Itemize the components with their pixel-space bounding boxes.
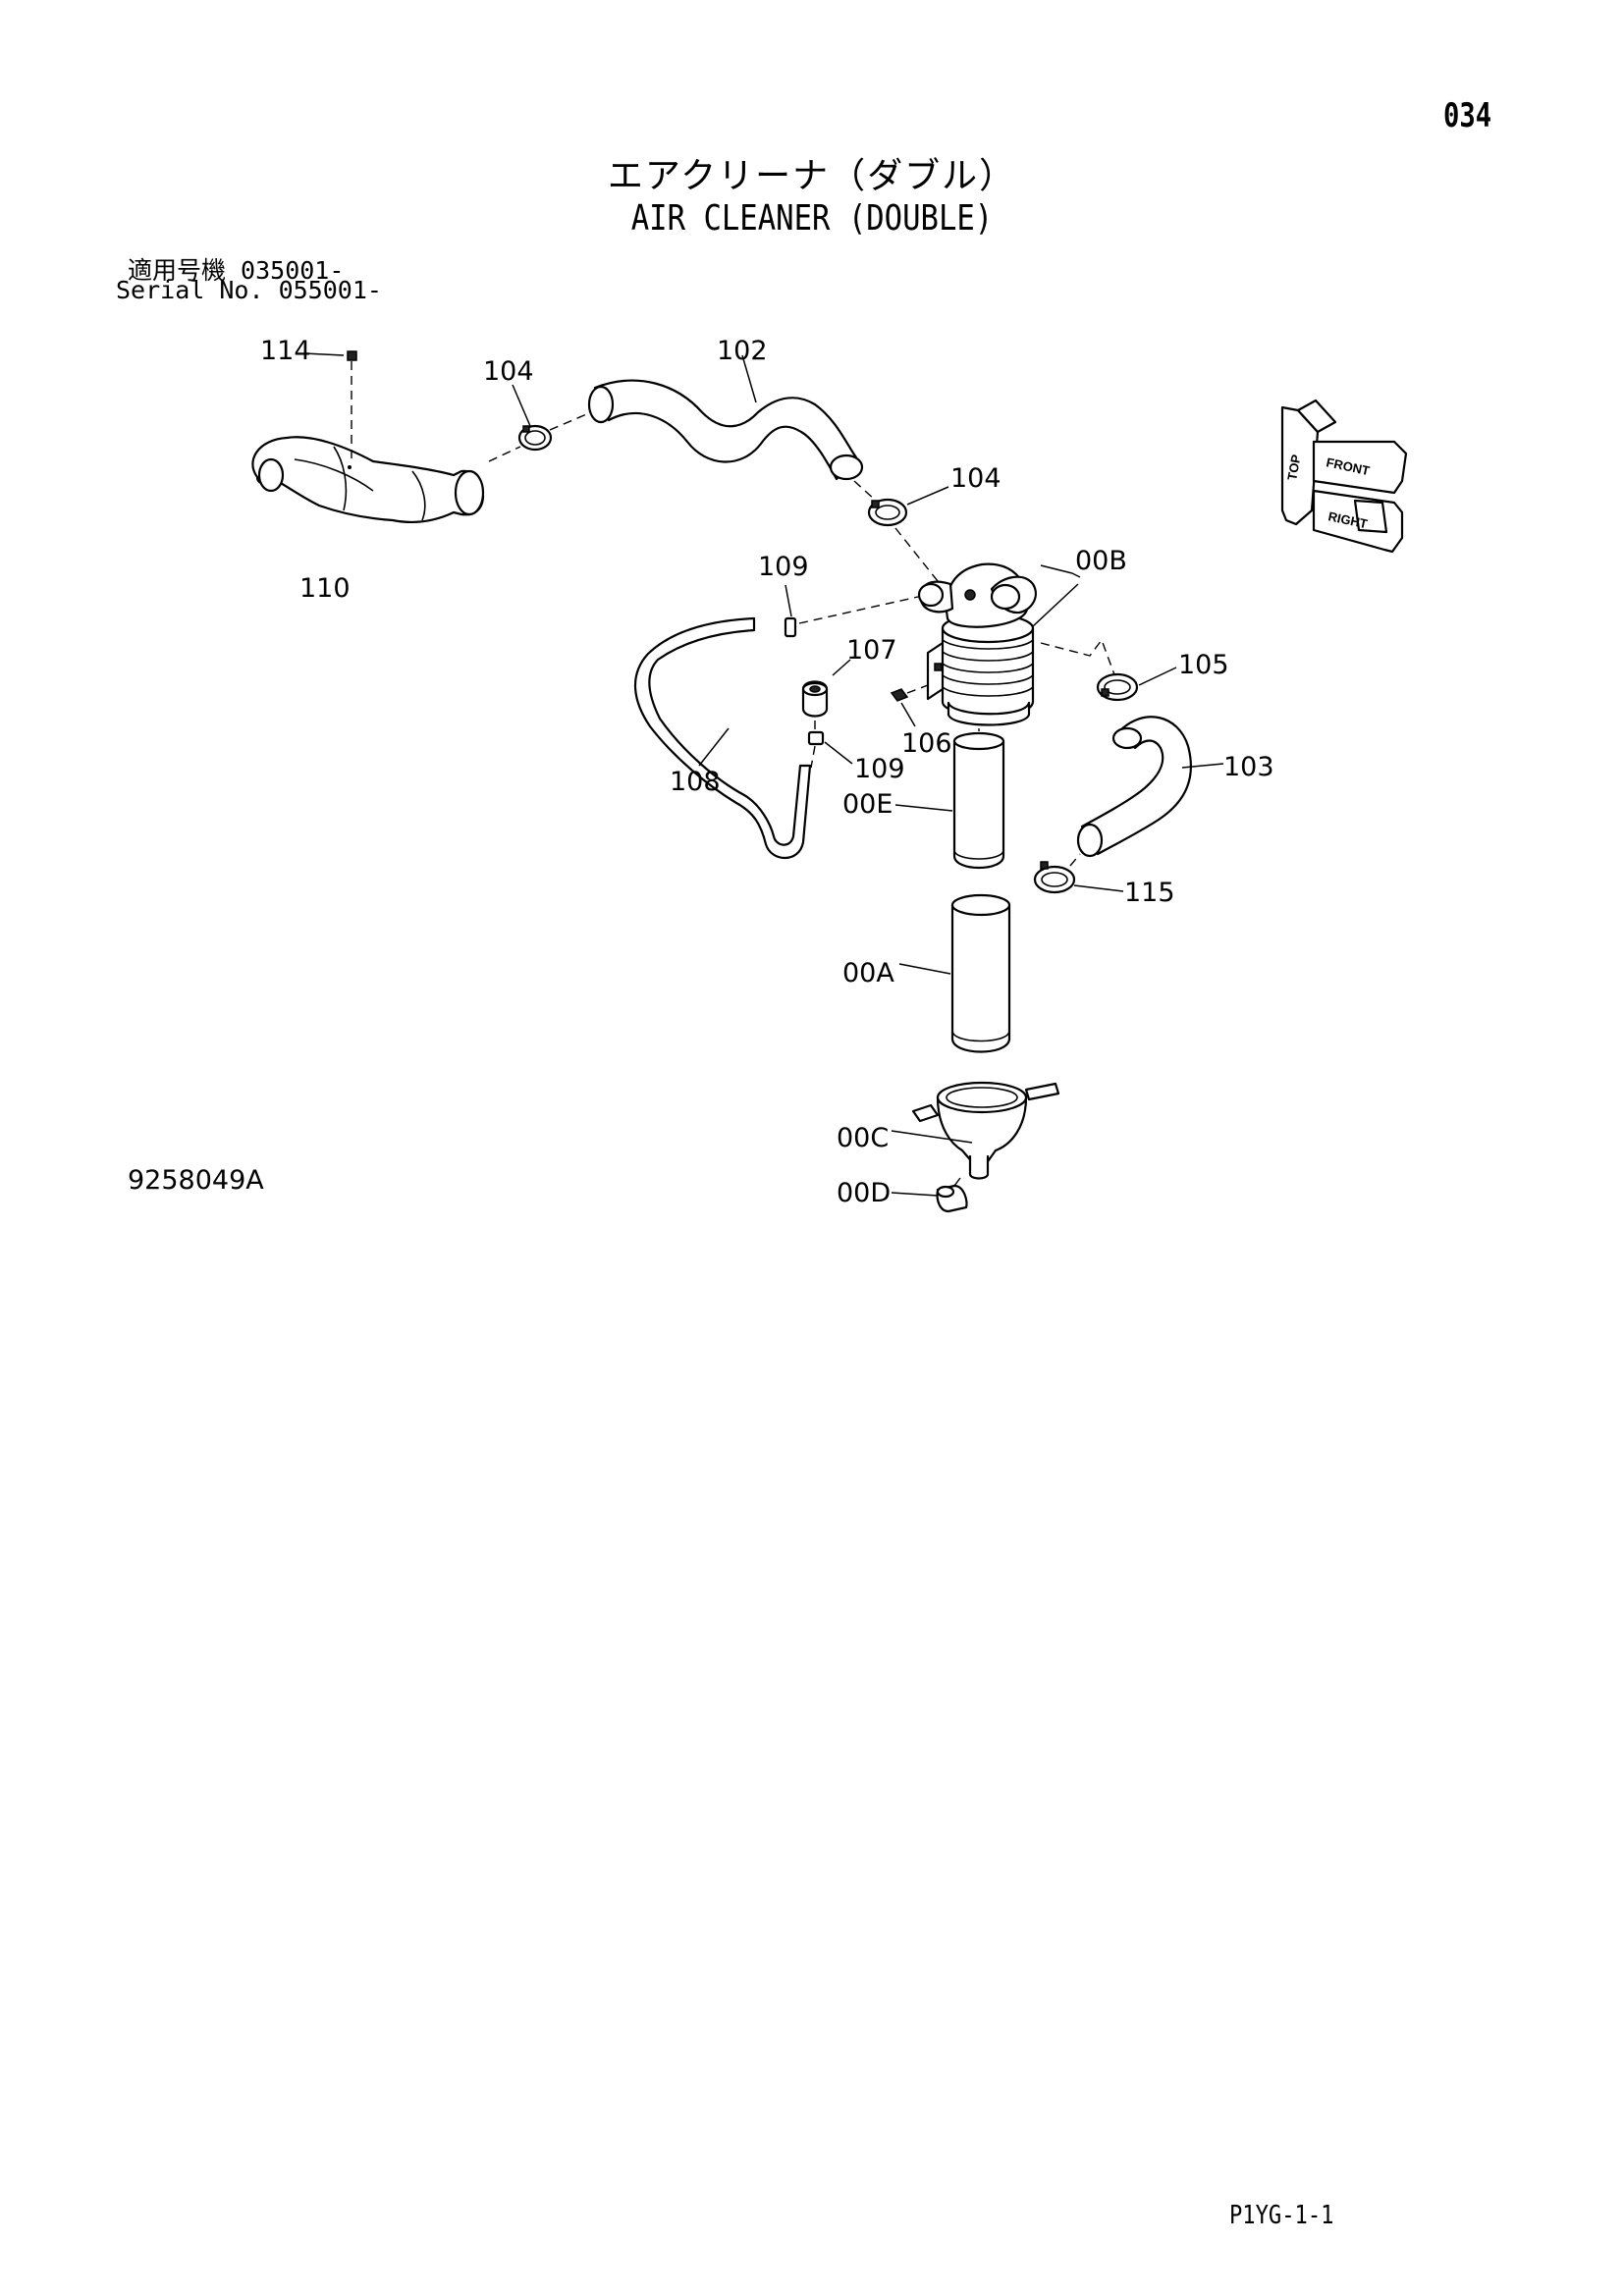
part-104-hose-clamp-left	[488, 384, 592, 462]
label-part-00C: 00C	[837, 1123, 889, 1153]
page-title-english: AIR CLEANER (DOUBLE)	[630, 198, 994, 239]
label-part-114: 114	[260, 336, 311, 366]
page-number: 034	[1443, 96, 1492, 135]
part-110-intake-duct	[251, 436, 485, 524]
part-109-clip-upper	[784, 584, 919, 638]
label-part-109-lower: 109	[854, 754, 905, 784]
label-part-00A: 00A	[842, 958, 894, 988]
part-00A-primary-element	[898, 893, 1011, 1053]
part-108-breather-hose	[634, 616, 812, 859]
part-114-screw	[303, 350, 357, 469]
part-00D-dust-valve	[891, 1177, 968, 1213]
part-109-clip-lower	[807, 730, 853, 769]
part-00E-safety-element	[894, 728, 1005, 870]
label-part-104-right: 104	[950, 463, 1001, 494]
sheet-identifier: P1YG-1-1	[1229, 2201, 1334, 2230]
page-title-japanese: エアクリーナ（ダブル）	[607, 156, 1017, 196]
label-part-106: 106	[901, 728, 952, 759]
label-part-110: 110	[299, 573, 351, 604]
label-part-00B: 00B	[1075, 546, 1127, 576]
drawing-number: 9258049A	[128, 1165, 264, 1196]
part-103-lower-hose	[1076, 716, 1224, 858]
label-part-00D: 00D	[837, 1178, 891, 1208]
label-part-103: 103	[1223, 752, 1274, 782]
part-00B-air-cleaner-body	[917, 562, 1116, 726]
orientation-indicator: TOP FRONT RIGHT	[1280, 399, 1408, 554]
part-00C-cover	[891, 1081, 1060, 1180]
part-105-hose-clamp	[1096, 667, 1177, 702]
part-102-upper-hose	[587, 354, 864, 481]
part-115-hose-clamp	[1033, 853, 1124, 894]
orientation-label-top: TOP	[1284, 454, 1303, 482]
label-part-00E: 00E	[842, 789, 893, 820]
serial-range-english: Serial No. 055001-	[116, 276, 382, 304]
part-106-screw	[890, 684, 929, 727]
label-part-105: 105	[1178, 650, 1229, 680]
part-104-hose-clamp-right	[853, 480, 949, 582]
label-part-107: 107	[846, 635, 897, 666]
label-part-102: 102	[717, 336, 768, 366]
label-part-109-upper: 109	[758, 552, 809, 582]
part-107-valve	[801, 659, 851, 731]
serial-range-japanese: 適用号機 035001-	[128, 256, 345, 285]
label-part-108: 108	[670, 767, 721, 797]
label-part-104-left: 104	[483, 356, 534, 387]
label-part-115: 115	[1124, 878, 1175, 908]
